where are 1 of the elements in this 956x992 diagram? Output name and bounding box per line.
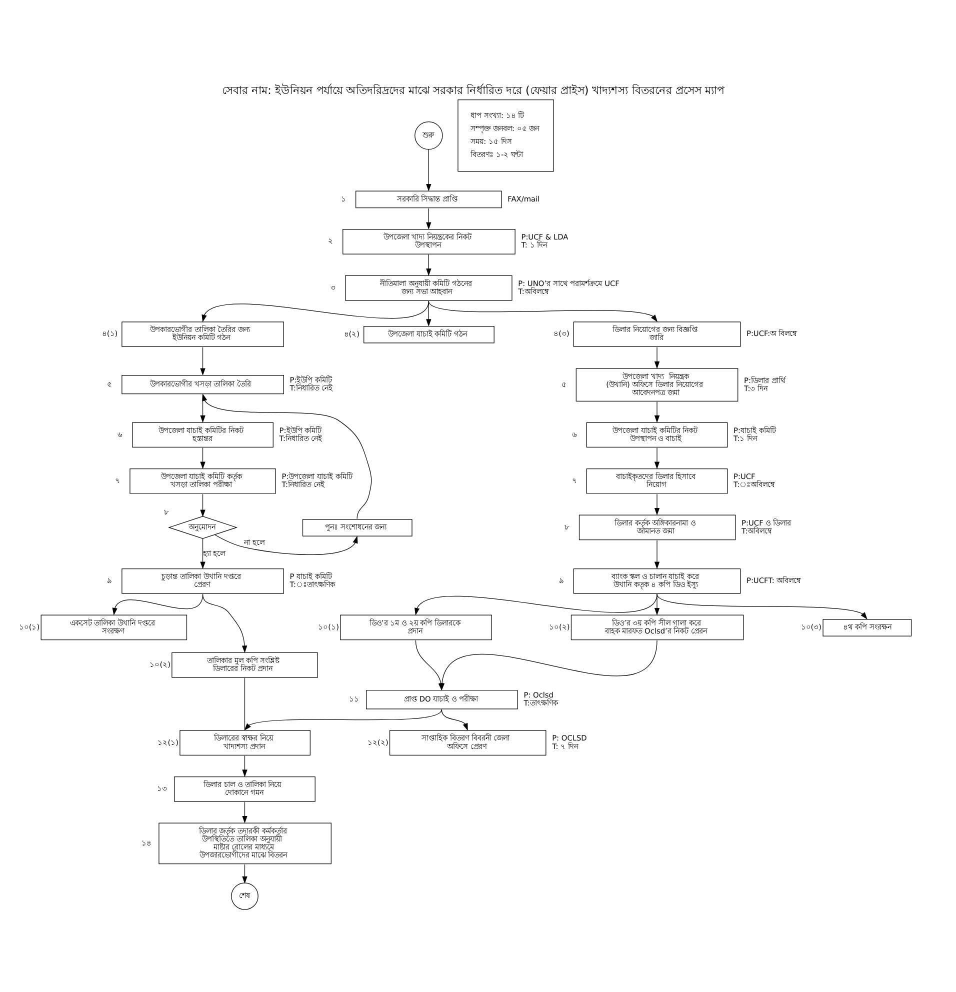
diagram-title: সেবার নাম: ইউনিয়ন পর্যায়ে অতিদরিদ্রদের মাঝে সরকার নির্ধারিত দরে (ফেয়ার প্রাইস) খাদ্যশস্য বিতরনের প্রসেস ম্যাপ [222, 84, 724, 97]
